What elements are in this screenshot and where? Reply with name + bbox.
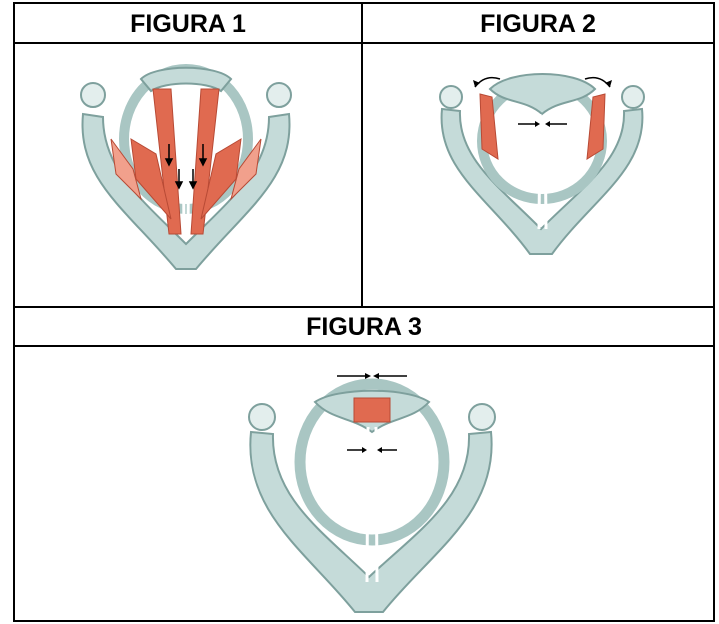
figure-1-title: FIGURA 1 <box>15 10 361 39</box>
figure-1-illustration <box>71 59 301 274</box>
figure-table: FIGURA 1 FIGURA 2 FIGURA 3 <box>13 2 715 622</box>
figure-2-illustration <box>430 59 655 259</box>
table-divider <box>15 306 713 308</box>
table-divider <box>15 42 713 44</box>
table-divider <box>361 4 363 308</box>
figure-3-illustration <box>237 362 507 617</box>
table-divider <box>15 345 713 347</box>
figure-2-title: FIGURA 2 <box>363 10 713 39</box>
figure-3-title: FIGURA 3 <box>15 313 713 342</box>
